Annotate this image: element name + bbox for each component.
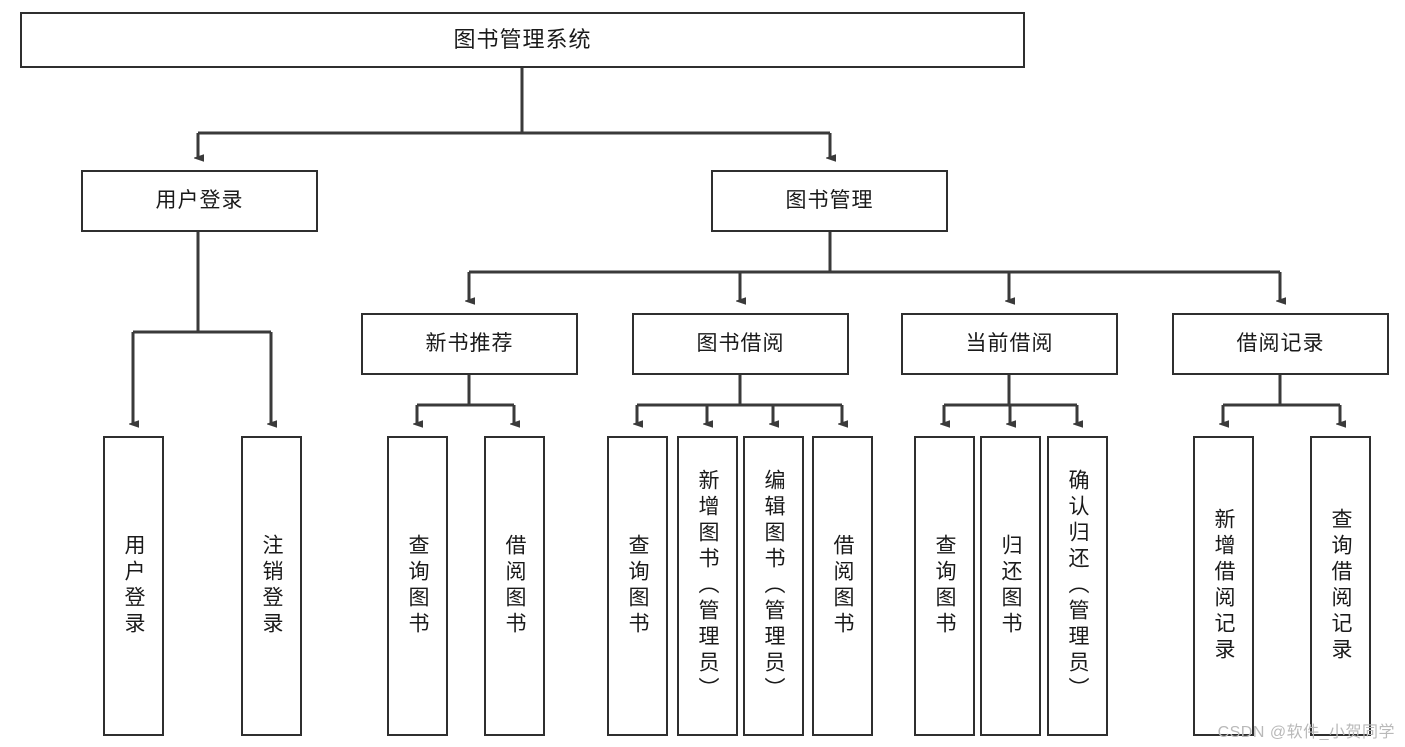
- node-leaf-confirm-return-label: 确认归还（管理员）: [1066, 469, 1089, 703]
- node-borrow-record[interactable]: 借阅记录: [1172, 313, 1389, 375]
- node-new-book-rec[interactable]: 新书推荐: [361, 313, 578, 375]
- node-borrow-record-label: 借阅记录: [1236, 331, 1325, 355]
- node-leaf-edit-book-label: 编辑图书（管理员）: [762, 469, 785, 703]
- node-leaf-query-book-2[interactable]: 查询图书: [607, 436, 668, 736]
- node-root[interactable]: 图书管理系统: [20, 12, 1025, 68]
- node-book-borrow[interactable]: 图书借阅: [632, 313, 849, 375]
- node-current-borrow-label: 当前借阅: [965, 331, 1054, 355]
- node-leaf-add-book[interactable]: 新增图书（管理员）: [677, 436, 738, 736]
- node-book-manage[interactable]: 图书管理: [711, 170, 948, 232]
- node-root-label: 图书管理系统: [453, 27, 592, 53]
- node-leaf-user-logout-label: 注销登录: [260, 534, 283, 638]
- node-leaf-add-record-label: 新增借阅记录: [1212, 508, 1235, 664]
- node-new-book-rec-label: 新书推荐: [425, 331, 514, 355]
- node-leaf-borrow-book-2-label: 借阅图书: [831, 534, 854, 638]
- node-leaf-query-record-label: 查询借阅记录: [1329, 508, 1352, 664]
- node-leaf-query-book-3-label: 查询图书: [933, 534, 956, 638]
- node-leaf-query-book-2-label: 查询图书: [626, 534, 649, 638]
- node-book-manage-label: 图书管理: [785, 188, 874, 212]
- node-leaf-user-login[interactable]: 用户登录: [103, 436, 164, 736]
- node-leaf-user-logout[interactable]: 注销登录: [241, 436, 302, 736]
- node-leaf-query-book-1[interactable]: 查询图书: [387, 436, 448, 736]
- node-leaf-return-book-label: 归还图书: [999, 534, 1022, 638]
- node-leaf-return-book[interactable]: 归还图书: [980, 436, 1041, 736]
- watermark: CSDN @软件_小贺同学: [1217, 724, 1395, 741]
- node-user-login-label: 用户登录: [155, 188, 244, 212]
- node-leaf-query-book-3[interactable]: 查询图书: [914, 436, 975, 736]
- node-leaf-add-book-label: 新增图书（管理员）: [696, 469, 719, 703]
- node-current-borrow[interactable]: 当前借阅: [901, 313, 1118, 375]
- node-leaf-query-record[interactable]: 查询借阅记录: [1310, 436, 1371, 736]
- node-book-borrow-label: 图书借阅: [696, 331, 785, 355]
- node-user-login[interactable]: 用户登录: [81, 170, 318, 232]
- node-leaf-user-login-label: 用户登录: [122, 534, 145, 638]
- node-leaf-confirm-return[interactable]: 确认归还（管理员）: [1047, 436, 1108, 736]
- node-leaf-edit-book[interactable]: 编辑图书（管理员）: [743, 436, 804, 736]
- node-leaf-add-record[interactable]: 新增借阅记录: [1193, 436, 1254, 736]
- node-leaf-borrow-book-2[interactable]: 借阅图书: [812, 436, 873, 736]
- node-leaf-borrow-book-1-label: 借阅图书: [503, 534, 526, 638]
- node-leaf-query-book-1-label: 查询图书: [406, 534, 429, 638]
- node-leaf-borrow-book-1[interactable]: 借阅图书: [484, 436, 545, 736]
